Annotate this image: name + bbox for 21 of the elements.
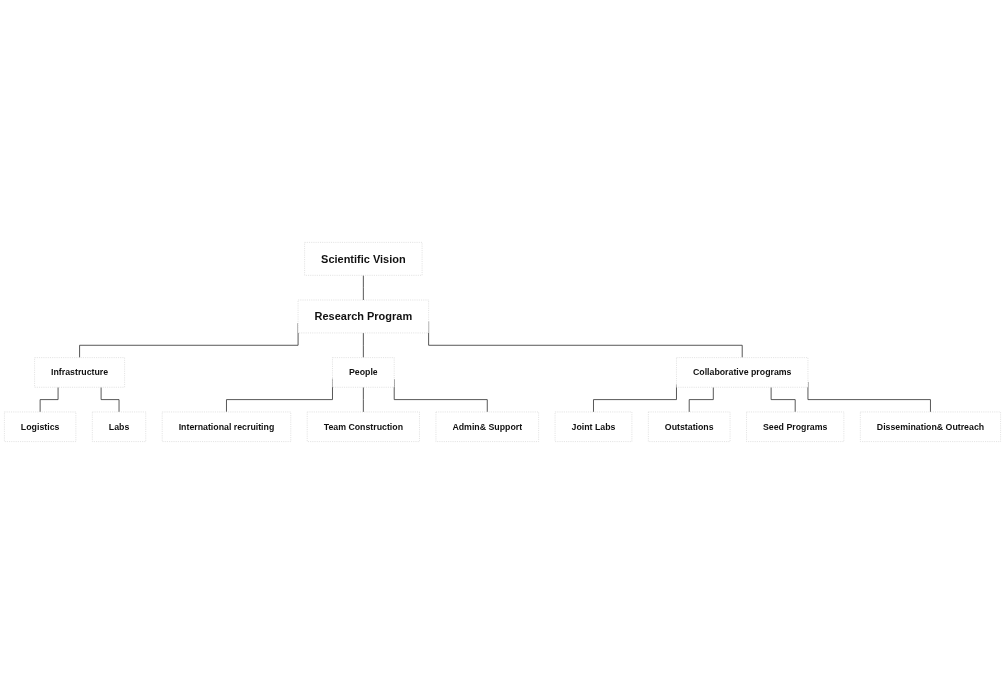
node-box: Admin& Support xyxy=(435,411,539,442)
node-box: International recruiting xyxy=(161,411,292,442)
node-box: Collaborative programs xyxy=(676,357,809,388)
node-box: Team Construction xyxy=(306,411,420,442)
node-box: Joint Labs xyxy=(554,411,633,442)
node-box: Logistics xyxy=(4,411,77,442)
node-box: Infrastructure xyxy=(34,357,125,388)
connector xyxy=(688,386,714,413)
node-box: Labs xyxy=(92,411,147,442)
node-box: Scientific Vision xyxy=(304,242,423,276)
connector xyxy=(362,274,364,301)
node-box: Seed Programs xyxy=(746,411,845,442)
connector xyxy=(362,386,364,413)
node-box: Dissemination& Outreach xyxy=(860,411,1001,442)
connector xyxy=(100,386,120,413)
connector xyxy=(770,386,796,413)
node-box: Research Program xyxy=(297,299,429,334)
node-box: Outstations xyxy=(648,411,731,442)
connector xyxy=(362,332,364,359)
node-box: People xyxy=(332,357,395,388)
connector xyxy=(39,386,59,413)
